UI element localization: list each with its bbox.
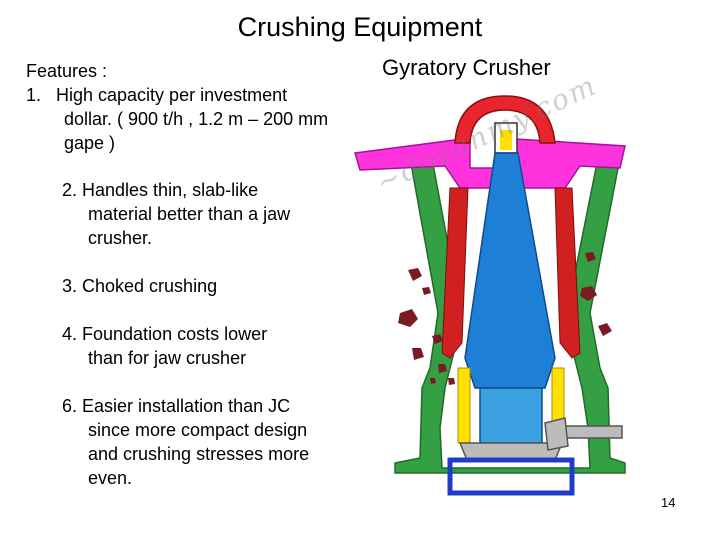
feature-2-line1: 2. Handles thin, slab-like bbox=[62, 180, 259, 200]
pinion-shaft bbox=[561, 425, 623, 439]
feature-4-rest: than for jaw crusher bbox=[88, 348, 247, 368]
top-shell bbox=[354, 137, 626, 189]
gyratory-crusher-diagram bbox=[354, 95, 626, 496]
spider-cap bbox=[454, 95, 556, 144]
bottom-housing bbox=[447, 457, 575, 496]
pinion-gear bbox=[544, 417, 569, 451]
feature-6-line1: 6. Easier installation than JC bbox=[62, 396, 291, 416]
feature-1-rest: dollar. ( 900 t/h , 1.2 m – 200 mm gape … bbox=[64, 109, 329, 153]
feature-1-line1: High capacity per investment bbox=[56, 85, 288, 105]
feature-2: 2. Handles thin, slab-like material bett… bbox=[62, 178, 332, 250]
feature-1: High capacity per investment dollar. ( 9… bbox=[56, 83, 334, 155]
spider-bushing bbox=[500, 130, 512, 150]
features-label: Features : bbox=[26, 61, 108, 81]
concave-left bbox=[441, 187, 469, 359]
feature-3-line1: 3. Choked crushing bbox=[62, 276, 218, 296]
feature-4: 4. Foundation costs lower than for jaw c… bbox=[62, 322, 332, 370]
concave-right bbox=[554, 187, 581, 359]
feature-2-rest: material better than a jaw crusher. bbox=[88, 204, 291, 248]
feature-6-rest: since more compact design and crushing s… bbox=[88, 420, 310, 488]
feature-4-line1: 4. Foundation costs lower bbox=[62, 324, 268, 344]
slide-title: Crushing Equipment bbox=[237, 12, 483, 42]
bevel-gear bbox=[458, 442, 564, 461]
feature-3: 3. Choked crushing bbox=[62, 274, 332, 298]
page-number: 14 bbox=[661, 495, 676, 510]
mantle bbox=[464, 152, 556, 389]
rock-particles bbox=[398, 252, 612, 385]
feature-1-number: 1. bbox=[26, 85, 42, 105]
feature-6: 6. Easier installation than JC since mor… bbox=[62, 394, 332, 490]
diagram-title: Gyratory Crusher bbox=[382, 55, 551, 80]
eccentric-bushing-left bbox=[457, 367, 471, 444]
main-shaft bbox=[479, 387, 543, 444]
